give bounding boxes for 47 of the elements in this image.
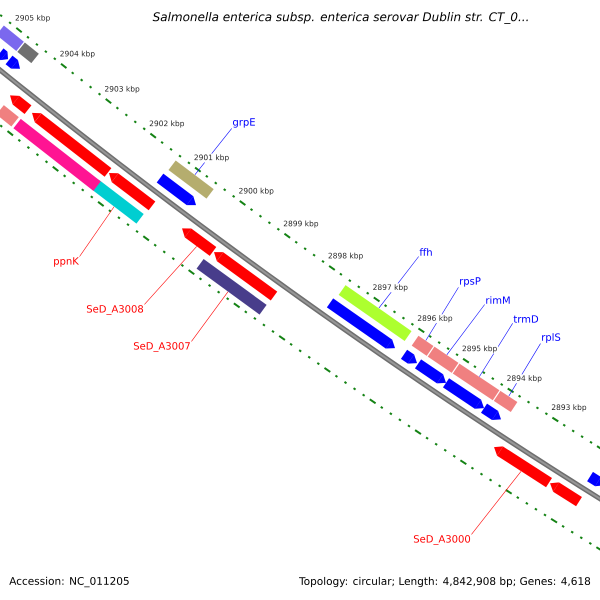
gene-label: rimM: [486, 296, 510, 304]
leader-line: [79, 206, 114, 257]
gene-feature: [587, 472, 600, 486]
gene-label: SeD_A3000: [414, 535, 470, 545]
gene-label: grpE: [233, 118, 255, 128]
footer-text: Accession: NC_011205: [9, 576, 129, 588]
gene-feature: [550, 482, 582, 506]
gene-feature: [0, 48, 8, 60]
gene-feature: [442, 378, 484, 409]
gene-label: rpsP: [460, 277, 481, 287]
gene-label: rplS: [542, 333, 560, 343]
gene-feature: [91, 180, 144, 224]
gene-feature: [494, 446, 552, 488]
leader-line: [479, 323, 513, 377]
gene-label: ppnK: [54, 257, 80, 267]
gene-feature: [17, 42, 39, 64]
gene-feature: [32, 112, 112, 177]
gene-feature: [109, 173, 156, 210]
gene-feature: [6, 56, 20, 69]
gene-feature: [214, 252, 278, 300]
map-title: Salmonella enterica subsp. enterica serovar Dublin str. CT_0...: [152, 12, 528, 24]
gene-feature: [156, 174, 196, 206]
gene-feature: [196, 258, 267, 315]
gene-feature: [452, 364, 500, 400]
gene-feature: [168, 160, 214, 199]
gene-label: SeD_A3008: [86, 305, 144, 315]
gene-feature: [0, 105, 19, 126]
gene-feature: [494, 390, 518, 412]
leader-line: [446, 304, 485, 356]
gene-feature: [182, 228, 216, 256]
gene-feature: [428, 346, 458, 373]
leader-line: [144, 246, 197, 305]
gene-feature: [480, 404, 502, 420]
gene-feature: [10, 95, 32, 114]
gene-feature: [326, 298, 396, 349]
gene-label: ffh: [420, 248, 432, 256]
gene-feature: [13, 118, 101, 191]
leader-line: [191, 291, 228, 342]
gene-feature: [414, 359, 446, 384]
leader-line: [471, 471, 522, 535]
gene-feature: [412, 336, 434, 356]
gene-feature: [0, 26, 24, 52]
gene-feature: [400, 350, 418, 364]
footer-text: Topology: circular; Length: 4,842,908 bp; Genes: 4,618: [299, 576, 590, 588]
gene-label: trmD: [514, 315, 538, 323]
gene-feature: [338, 285, 412, 341]
gene-label: SeD_A3007: [134, 342, 190, 352]
